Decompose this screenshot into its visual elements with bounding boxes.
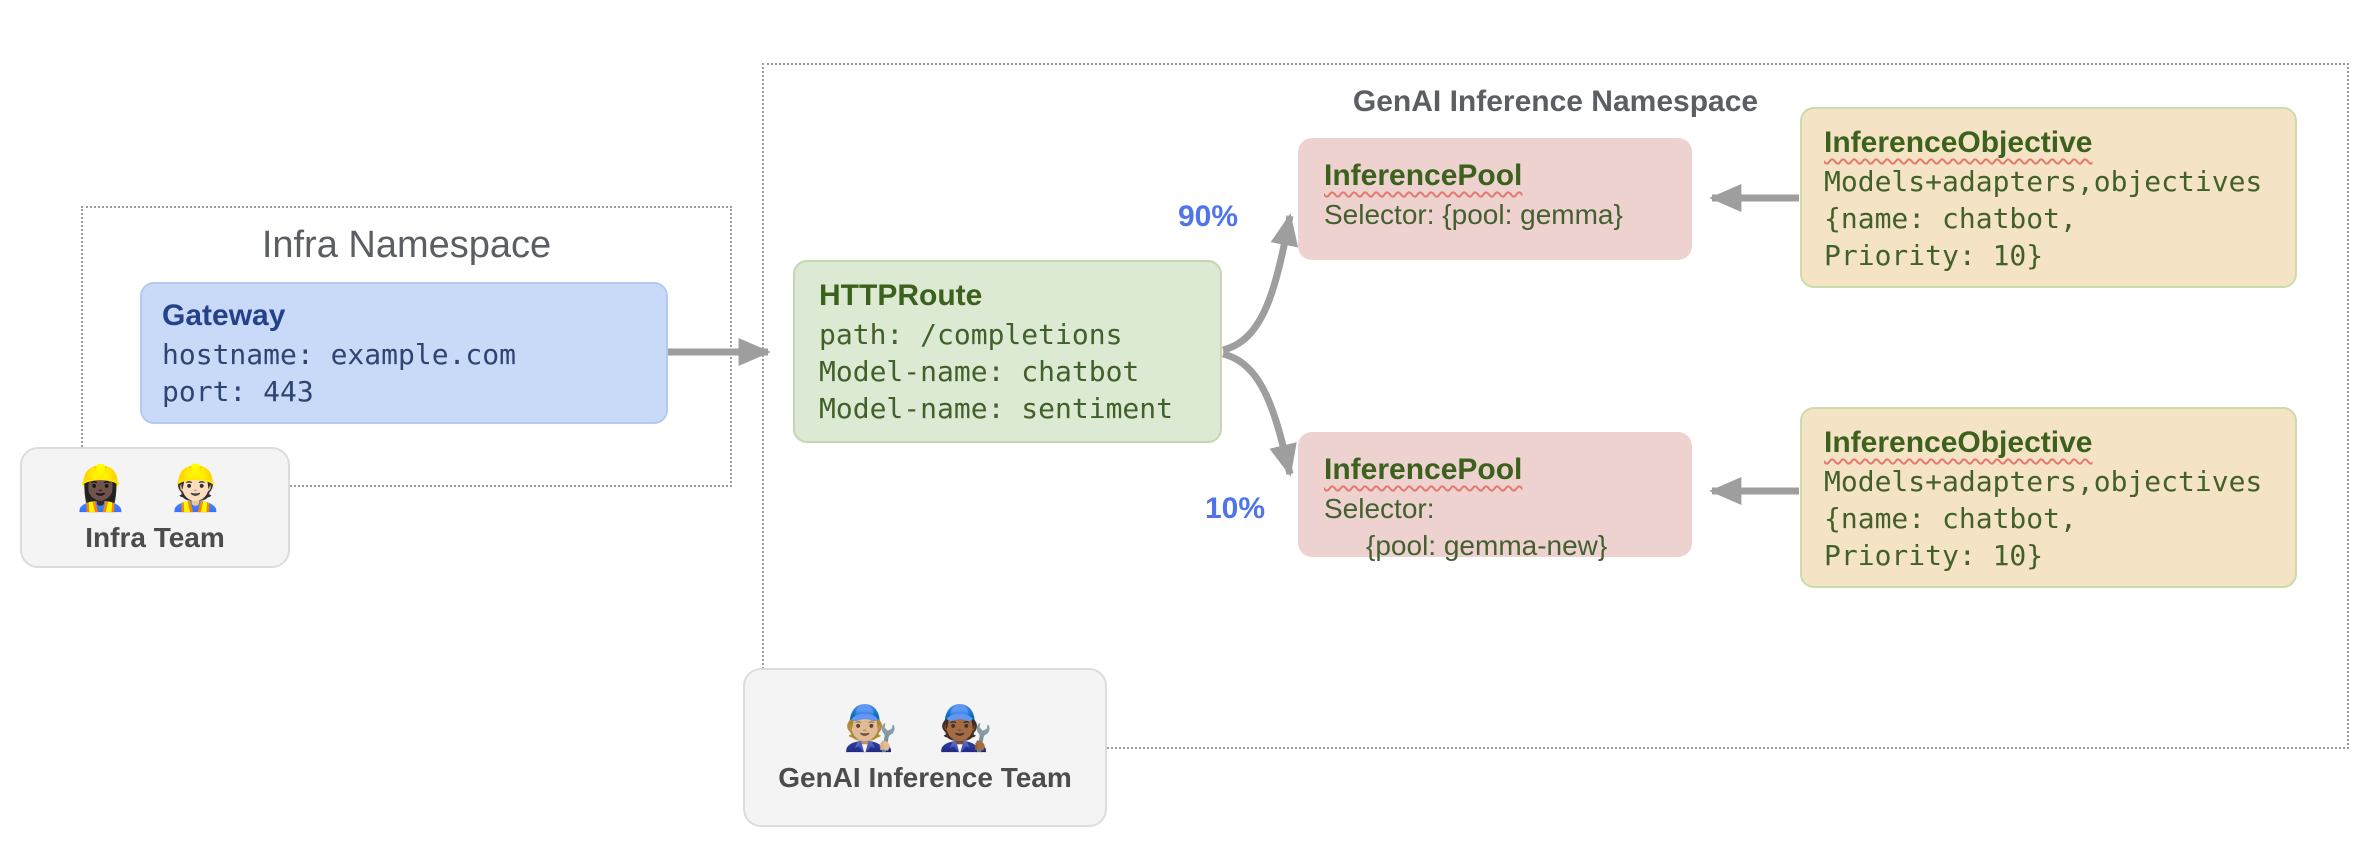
infra-namespace-container: Infra Namespace [81, 206, 732, 487]
traffic-split-10-label: 10% [1205, 492, 1266, 525]
genai-namespace-container: GenAI Inference Namespace [762, 63, 2349, 749]
gateway-title: Gateway [162, 299, 286, 332]
genai-inference-team-card: 🧑🏼‍🔧 🧑🏾‍🔧 GenAI Inference Team [743, 668, 1107, 827]
inference-objective-bottom-line3: Priority: 10} [1824, 539, 2044, 572]
infra-team-card: 👷🏿‍♀️ 👷🏻 Infra Team [20, 447, 290, 568]
inference-pool-bottom-selector-value: {pool: gemma-new} [1366, 530, 1608, 561]
traffic-split-90-label: 90% [1178, 200, 1239, 233]
httproute-model-sentiment: Model-name: sentiment [819, 392, 1174, 425]
inference-pool-top-node: InferencePool Selector: {pool: gemma} [1298, 138, 1692, 260]
gateway-hostname: hostname: example.com [162, 338, 517, 371]
inference-objective-bottom-line1: Models+adapters,objectives [1824, 465, 2263, 498]
infra-namespace-title: Infra Namespace [261, 224, 552, 266]
inference-pool-top-title: InferencePool [1324, 159, 1523, 192]
inference-objective-bottom-node: InferenceObjective Models+adapters,objec… [1800, 407, 2297, 588]
httproute-title: HTTPRoute [819, 279, 983, 312]
httproute-model-chatbot: Model-name: chatbot [819, 355, 1140, 388]
inference-pool-top-selector: Selector: {pool: gemma} [1324, 199, 1623, 230]
inference-objective-top-node: InferenceObjective Models+adapters,objec… [1800, 107, 2297, 288]
inference-objective-top-line3: Priority: 10} [1824, 239, 2044, 272]
inference-pool-bottom-node: InferencePool Selector: {pool: gemma-new… [1298, 432, 1692, 561]
infra-team-label: Infra Team [85, 521, 225, 553]
httproute-path: path: /completions [819, 318, 1123, 351]
mechanic-emojis-icon: 🧑🏼‍🔧 🧑🏾‍🔧 [843, 703, 1007, 753]
inference-objective-bottom-line2: {name: chatbot, [1824, 502, 2077, 535]
gateway-port: port: 443 [162, 375, 314, 408]
arrow-httproute-to-pool-bottom [1221, 350, 1297, 477]
inference-objective-top-line2: {name: chatbot, [1824, 202, 2077, 235]
construction-worker-emojis-icon: 👷🏿‍♀️ 👷🏻 [73, 463, 237, 513]
genai-inference-team-label: GenAI Inference Team [778, 761, 1072, 793]
inference-pool-bottom-title: InferencePool [1324, 453, 1523, 486]
arrow-httproute-to-pool-top [1221, 213, 1299, 354]
inference-objective-top-line1: Models+adapters,objectives [1824, 165, 2263, 198]
inference-objective-bottom-title: InferenceObjective [1824, 426, 2093, 459]
inference-pool-bottom-selector: Selector: [1324, 493, 1435, 524]
inference-objective-top-title: InferenceObjective [1824, 126, 2093, 159]
genai-namespace-title: GenAI Inference Namespace [1352, 85, 1759, 118]
httproute-node: HTTPRoute path: /completions Model-name:… [793, 260, 1222, 443]
gateway-node: Gateway hostname: example.com port: 443 [140, 282, 668, 424]
